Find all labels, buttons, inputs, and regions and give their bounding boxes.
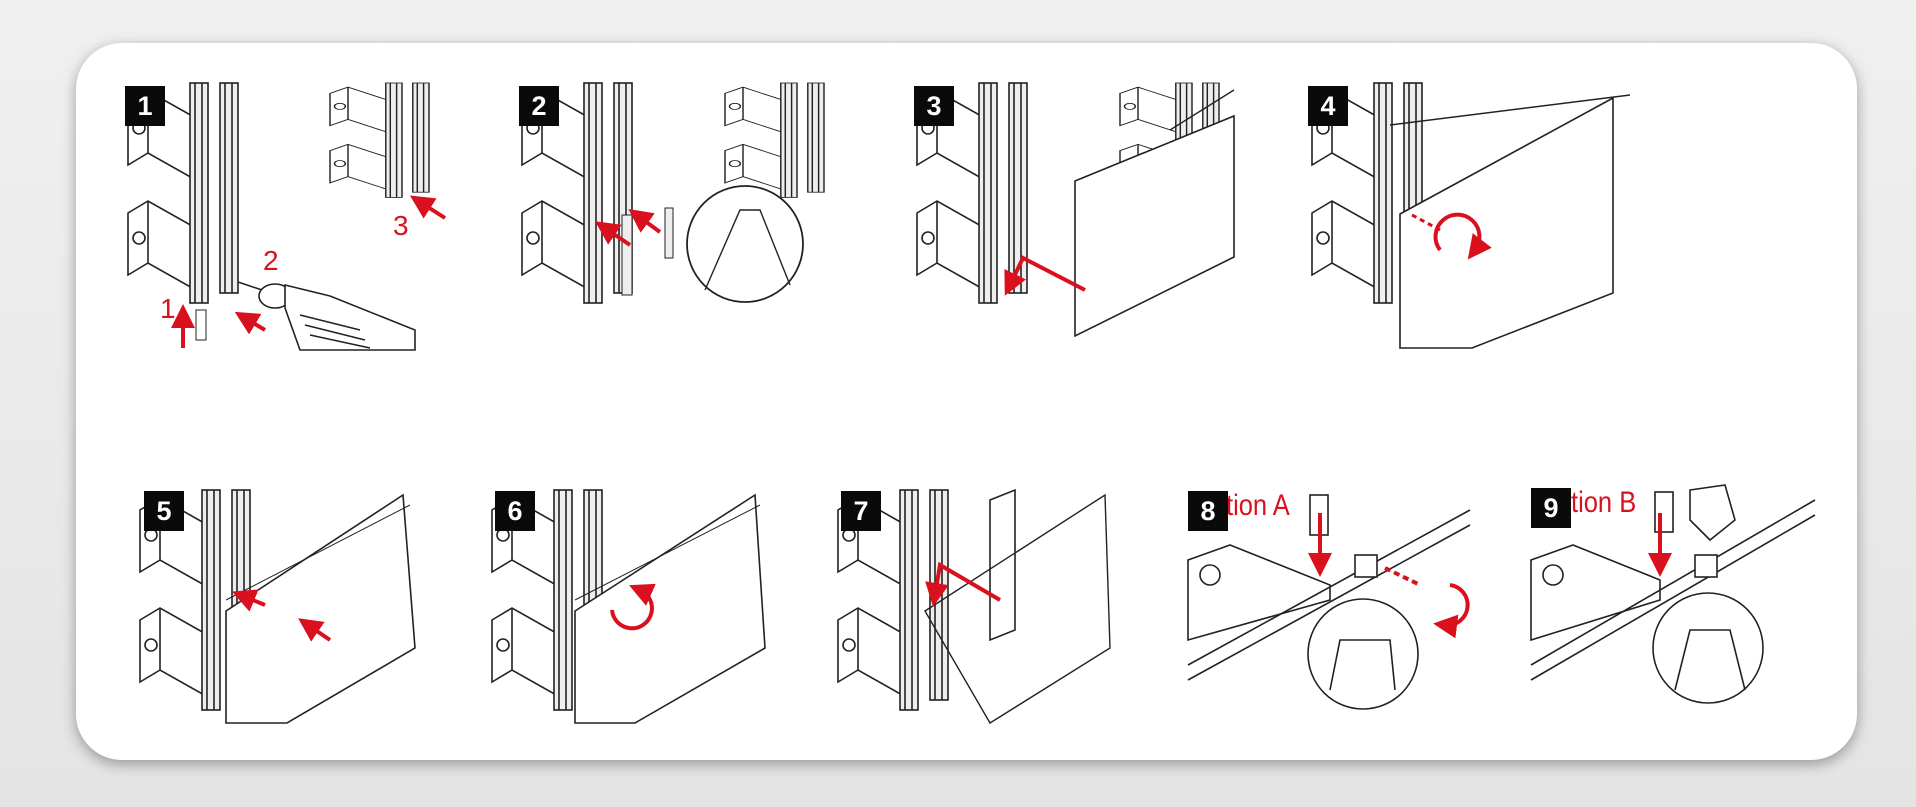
step-9-badge: 9 [1531,488,1571,528]
step-5-badge: 5 [144,491,184,531]
detail-magnifier [686,185,804,303]
step-2-illustration [521,82,825,304]
option-a-caption: tion A [1226,489,1290,522]
drill-icon [237,281,416,351]
step-1-illustration [127,82,447,351]
step-3-badge: 3 [914,86,954,126]
step-2-badge: 2 [519,86,559,126]
step-1-badge: 1 [125,86,165,126]
option-b-caption: tion B [1571,486,1637,519]
step-3-illustration [916,82,1235,338]
step-6-badge: 6 [495,491,535,531]
step-5-illustration [139,489,416,724]
step-8-illustration [1187,494,1471,710]
step-6-illustration [491,489,766,724]
step-4-illustration [1311,82,1631,349]
step-4-badge: 4 [1308,86,1348,126]
callout-1: 1 [160,293,176,324]
step-7-illustration [837,488,1111,724]
step-8-badge: 8 [1188,491,1228,531]
step-7-badge: 7 [841,491,881,531]
step-9-illustration [1530,484,1816,704]
callout-3: 3 [393,210,409,241]
callout-2: 2 [263,245,279,276]
